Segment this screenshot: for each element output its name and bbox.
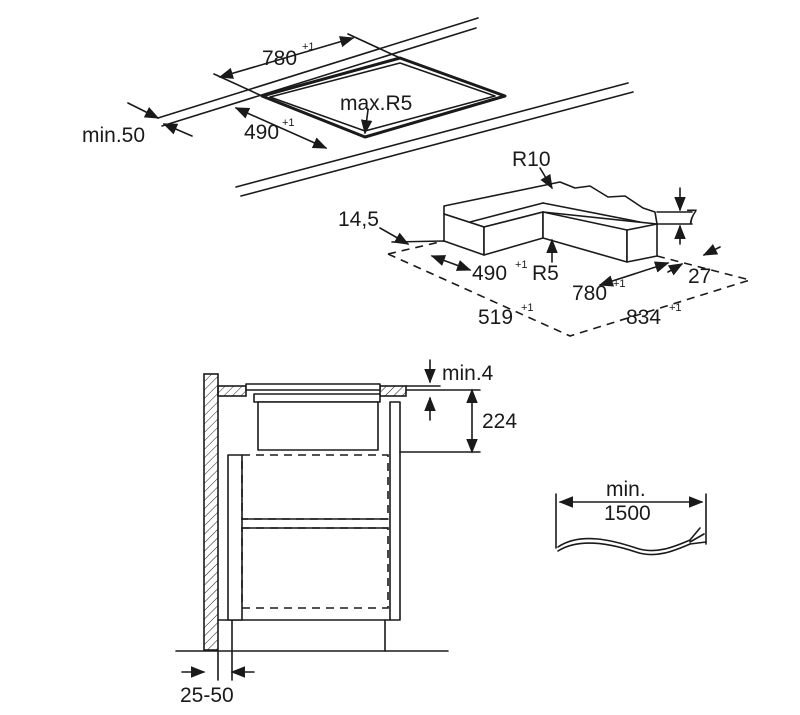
cutout-width-extension-left [213,73,263,97]
wall-gap-arrow-right [162,123,193,137]
wall-gap-arrow-left [127,102,160,119]
frame-end-face [626,223,658,263]
wall-hatched [203,373,219,651]
frame-ledge-2 [542,202,641,223]
cable-view: min. 1500 [555,478,707,556]
drawer-upper [241,454,389,520]
worktop-front-edge-1 [235,82,629,188]
cable-label-min: min. [606,478,646,501]
overhang-label: 27 [688,265,711,288]
cutout-depth-label: 490 [244,121,279,144]
cable-line-2 [557,542,691,556]
cabinet-side-panel [389,401,401,621]
outer-width-tolerance: +1 [669,302,682,314]
cutout-width-dimension [218,36,355,79]
cutout-inner-edge [269,62,496,132]
cable-wire-2 [689,533,705,543]
frame-ledge-1 [469,202,544,223]
hob-flange [253,393,381,403]
outer-outline-right [656,255,751,281]
inner-depth-dimension [430,255,472,271]
cutout-depth-dimension [234,107,328,149]
wall-distance-label: 25-50 [180,684,234,707]
overhang-arrow-left [667,263,684,276]
inner-width-tolerance: +1 [613,278,626,290]
outer-depth-label: 519 [478,306,513,329]
inner-depth-label: 490 [472,262,507,285]
cabinet-back-panel [227,454,243,621]
cable-line [557,537,691,552]
overhang-arrow-right [702,244,721,256]
cutout-width-label: 780 [262,47,297,70]
frame-view: R10 7 14,5 490 +1 R5 780 +1 27 519 +1 83… [338,148,751,337]
cutout-depth-tolerance: +1 [282,117,295,129]
worktop-back-edge-2 [161,27,477,127]
worktop-front-edge-2 [240,91,634,197]
height-label: 224 [482,410,517,433]
cutout-radius-leader [360,109,373,135]
frame-r10-label: R10 [512,148,551,171]
edge-offset-label: 14,5 [338,208,379,231]
hob-body [257,401,379,451]
outer-depth-tolerance: +1 [521,302,534,314]
worktop-left [217,385,247,397]
outer-outline-left [387,240,445,255]
frame-r10-leader [539,167,553,190]
edge-offset-extension [391,240,445,243]
wall-gap-label: min.50 [82,124,145,147]
outer-width-label: 834 [626,306,661,329]
inner-depth-tolerance: +1 [515,259,528,271]
cutout-width-extension-right [347,33,401,59]
cable-wire-1 [689,527,701,541]
drawer-lower [241,527,389,609]
cutout-radius-label: max.R5 [340,92,412,115]
cutout-width-tolerance: +1 [302,41,315,53]
cable-wire-3 [689,541,707,545]
hob-glass [245,383,381,391]
inner-width-label: 780 [572,282,607,305]
clearance-label: min.4 [442,362,494,385]
inner-width-dimension [598,261,670,287]
inner-radius-label: R5 [532,262,559,285]
frame-depth-label: 7 [686,206,698,229]
cabinet-section: min.4 224 25-50 [175,359,517,707]
cable-label-length: 1500 [604,502,651,525]
cutout-view: 780 +1 max.R5 490 +1 min.50 [82,17,634,197]
outer-outline-dashed [387,253,751,337]
worktop-right [379,385,407,397]
